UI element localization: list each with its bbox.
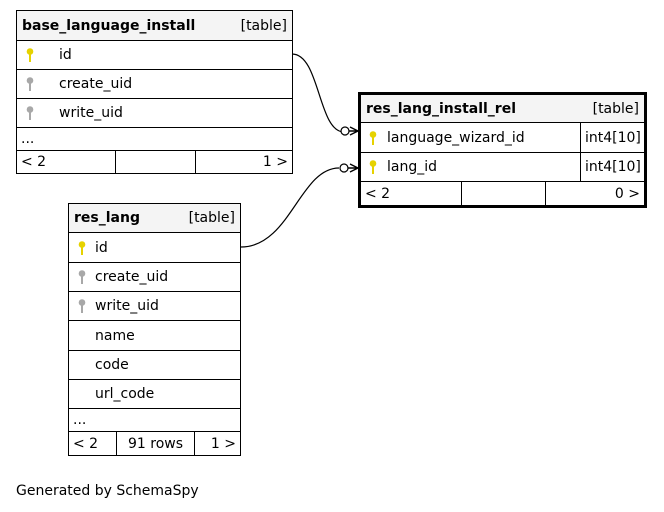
table-res-lang-install-rel[interactable]: res_lang_install_rel [table] language_wi… [358, 92, 647, 208]
column-name: id [95, 239, 108, 256]
table-kind: [table] [188, 210, 235, 226]
primary-key-icon [361, 130, 385, 146]
column-row[interactable]: create_uid [69, 263, 240, 292]
column-name: url_code [95, 386, 155, 402]
link-end-circle [339, 163, 349, 173]
table-kind: [table] [592, 100, 639, 117]
column-row[interactable]: language_wizard_id int4[10] [361, 123, 644, 153]
column-name: write_uid [59, 105, 123, 121]
table-footer: < 2 1 > [17, 151, 292, 173]
column-name: lang_id [387, 159, 438, 175]
table-footer: < 2 0 > [361, 182, 644, 205]
table-name: res_lang_install_rel [366, 100, 517, 117]
column-name: name [95, 327, 135, 344]
children-count[interactable]: 1 > [210, 435, 236, 452]
crowfoot-marker [348, 163, 360, 173]
foreign-key-icon [17, 105, 43, 121]
table-kind: [table] [240, 17, 287, 34]
column-name: language_wizard_id [387, 129, 525, 146]
parents-count[interactable]: < 2 [17, 151, 116, 173]
table-base-language-install[interactable]: base_language_install [table] id create_… [16, 10, 293, 174]
column-row[interactable]: name [69, 321, 240, 351]
column-row[interactable]: lang_id int4[10] [361, 153, 644, 182]
column-row[interactable]: code [69, 351, 240, 380]
column-type: int4[10] [580, 123, 644, 152]
crowfoot-marker [349, 126, 360, 136]
foreign-key-icon [17, 76, 43, 92]
row-count [462, 182, 546, 205]
column-row[interactable]: write_uid [69, 292, 240, 321]
generated-by-note: Generated by SchemaSpy [16, 483, 199, 499]
children-count[interactable]: 1 > [262, 154, 288, 170]
column-name: write_uid [95, 298, 159, 314]
table-res-lang[interactable]: res_lang [table] id create_uid write_uid… [68, 203, 241, 456]
column-row[interactable]: write_uid [17, 99, 292, 128]
column-name: create_uid [95, 269, 169, 285]
table-name: base_language_install [22, 17, 196, 34]
foreign-key-icon [69, 298, 95, 314]
table-name: res_lang [74, 210, 140, 226]
children-count[interactable]: 0 > [614, 185, 640, 202]
link-res-lang-to-rel [240, 167, 340, 248]
column-row[interactable]: create_uid [17, 70, 292, 99]
link-base-language-install-to-rel [291, 53, 345, 133]
table-header: base_language_install [table] [17, 11, 292, 41]
column-name: code [95, 357, 129, 373]
column-name: create_uid [59, 76, 133, 92]
column-row[interactable]: id [69, 233, 240, 263]
row-count: 91 rows [117, 432, 195, 455]
primary-key-icon [17, 47, 43, 63]
more-columns: ... [69, 409, 240, 432]
column-name: id [59, 47, 72, 63]
parents-count[interactable]: < 2 [69, 432, 117, 455]
parents-count[interactable]: < 2 [361, 182, 462, 205]
link-end-circle [340, 126, 350, 136]
table-header: res_lang [table] [69, 204, 240, 233]
table-footer: < 2 91 rows 1 > [69, 432, 240, 455]
foreign-key-icon [69, 269, 95, 285]
column-row[interactable]: id [17, 41, 292, 70]
more-columns: ... [17, 128, 292, 151]
table-header: res_lang_install_rel [table] [361, 95, 644, 123]
primary-key-icon [69, 240, 95, 256]
column-row[interactable]: url_code [69, 380, 240, 409]
primary-key-icon [361, 159, 385, 175]
row-count [116, 151, 196, 173]
column-type: int4[10] [580, 153, 644, 181]
